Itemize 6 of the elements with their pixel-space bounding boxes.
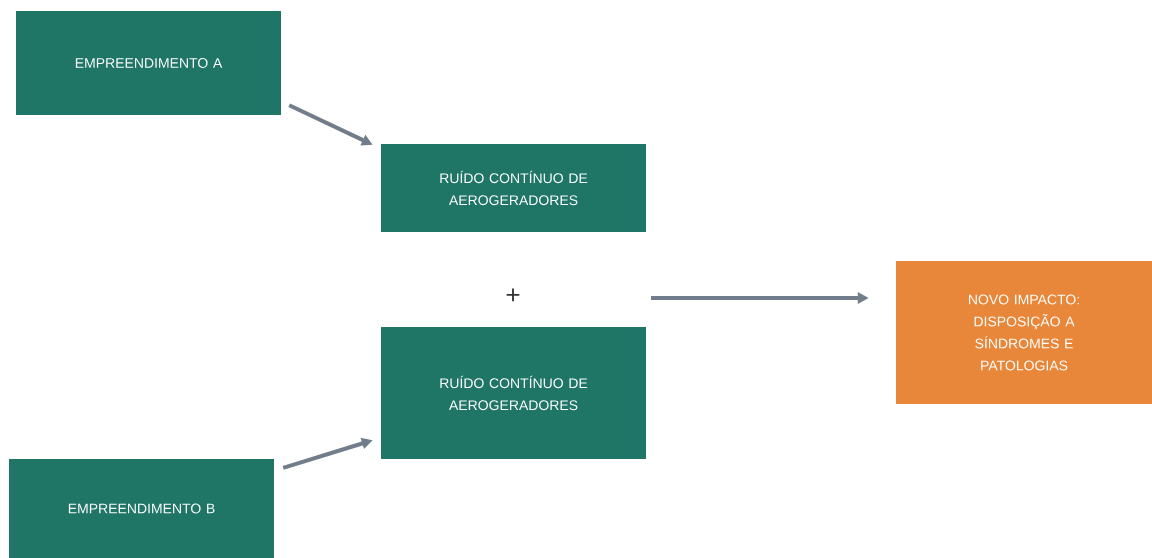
- process-box: RUÍDO CONTÍNUO DE AEROGERADORES: [381, 327, 646, 459]
- process-box: EMPREENDIMENTO B: [9, 459, 274, 558]
- process-box: RUÍDO CONTÍNUO DE AEROGERADORES: [381, 144, 646, 232]
- plus-sign: +: [506, 288, 520, 302]
- result-box: NOVO IMPACTO: DISPOSIÇÃO A SÍNDROMES E PATOLOGIAS: [896, 261, 1152, 404]
- process-box: EMPREENDIMENTO A: [16, 11, 281, 115]
